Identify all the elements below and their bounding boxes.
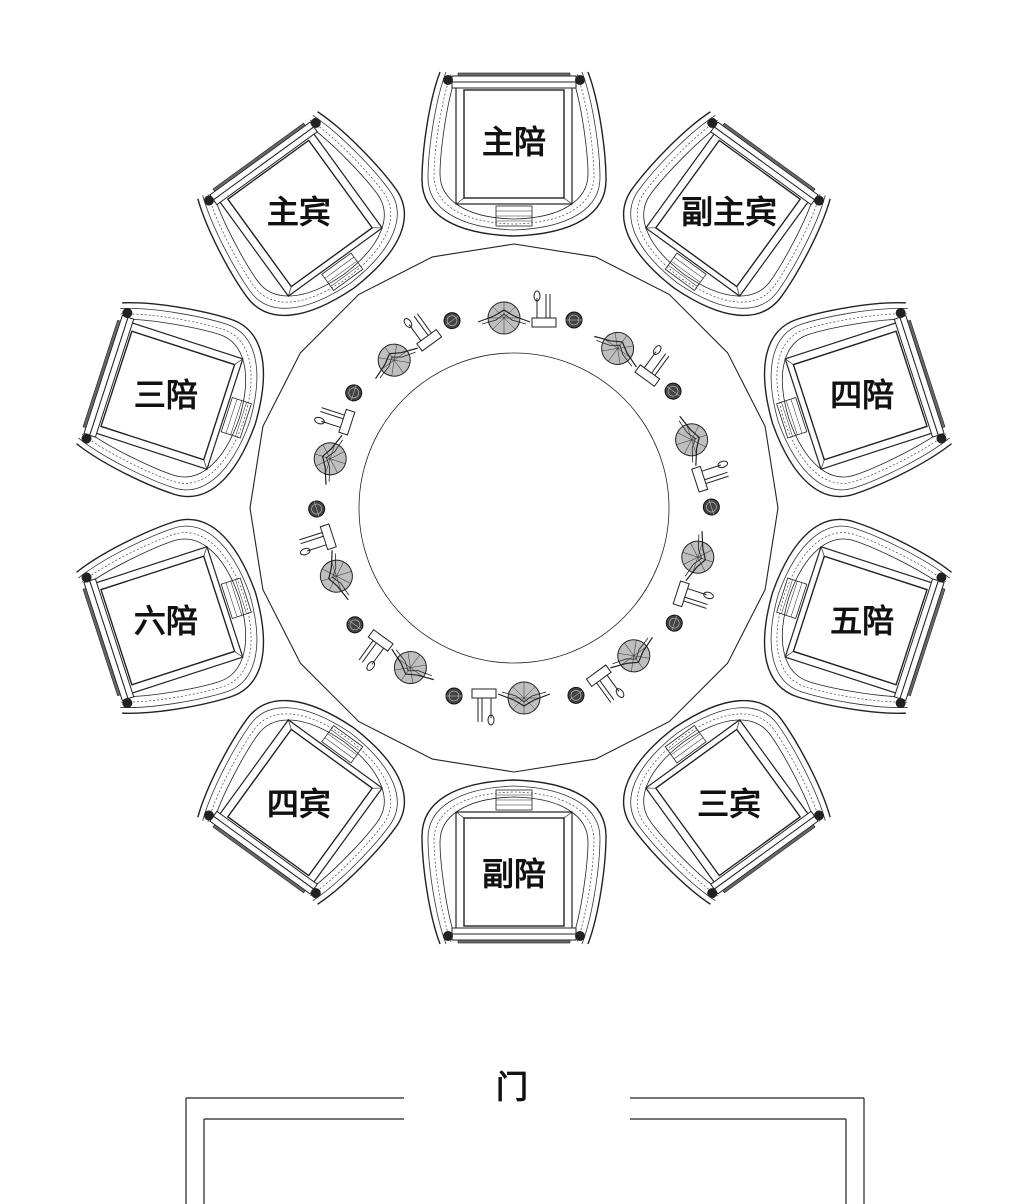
place-setting	[330, 608, 442, 706]
round-table	[249, 243, 779, 773]
place-setting	[445, 681, 551, 726]
door-label: 门	[496, 1068, 528, 1106]
door: 门	[185, 1068, 865, 1204]
place-setting	[477, 290, 583, 335]
place-setting	[586, 310, 698, 408]
place-setting	[667, 406, 742, 520]
chairs	[70, 71, 958, 945]
seat-label-san-pei: 三陪	[134, 376, 198, 414]
seat-label-san-bin: 三宾	[697, 785, 761, 823]
place-setting	[560, 626, 672, 725]
place-setting	[356, 291, 468, 390]
place-setting	[657, 526, 733, 641]
seat-label-zhu-pei: 主陪	[482, 123, 546, 161]
seat-label-zhu-bin: 主宾	[267, 193, 331, 231]
seat-label-liu-pei: 六陪	[134, 602, 198, 640]
seat-label-fu-pei: 副陪	[482, 855, 546, 893]
seat-label-si-bin: 四宾	[267, 785, 331, 823]
place-setting	[286, 496, 361, 610]
seat-label-fu-zhu-bin: 副主宾	[681, 193, 777, 231]
seat-label-wu-pei: 五陪	[830, 602, 894, 640]
place-settings	[286, 290, 742, 726]
seat-label-si-pei: 四陪	[830, 376, 894, 414]
place-setting	[295, 375, 371, 490]
